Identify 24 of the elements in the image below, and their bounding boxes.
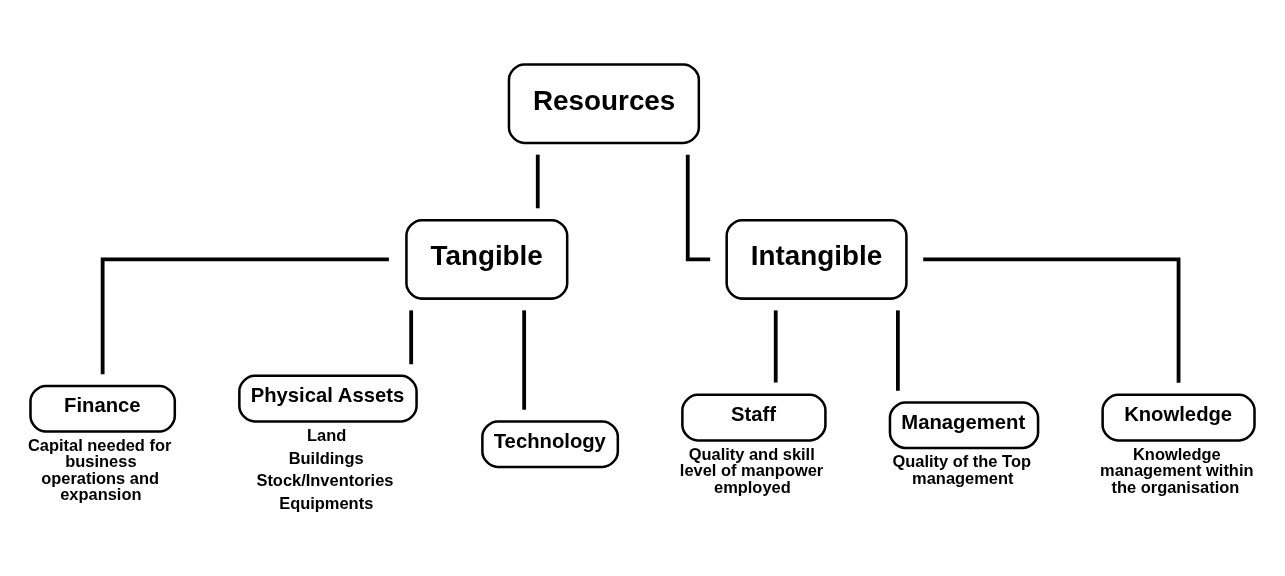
connector — [895, 309, 900, 391]
connector — [773, 309, 778, 382]
node-label: Quality and skill level of manpower employed — [679, 444, 824, 496]
connector — [100, 257, 389, 374]
connector — [535, 154, 540, 208]
node-box: Management — [888, 400, 1040, 449]
connector — [522, 309, 527, 410]
node-label: Stock/Inventories — [256, 470, 394, 489]
node-box: Intangible — [725, 218, 908, 300]
node-label: Equipments — [279, 493, 374, 512]
connector — [409, 309, 414, 364]
node-box: Finance — [29, 384, 177, 433]
connector — [923, 257, 1181, 383]
node-box: Tangible — [405, 218, 569, 300]
node-box: Technology — [481, 419, 620, 468]
node-box: Physical Assets — [238, 374, 418, 423]
node-label: Capital needed for business operations and expansion — [27, 435, 172, 503]
node-box: Staff — [681, 393, 827, 442]
node-label: Buildings — [288, 448, 364, 467]
node-label: Knowledge management within the organisation — [1100, 444, 1254, 496]
node-box: Knowledge — [1101, 393, 1256, 442]
node-label: Quality of the Top management — [892, 451, 1031, 487]
node-box: Resources — [507, 62, 701, 144]
node-label: Land — [307, 425, 347, 444]
